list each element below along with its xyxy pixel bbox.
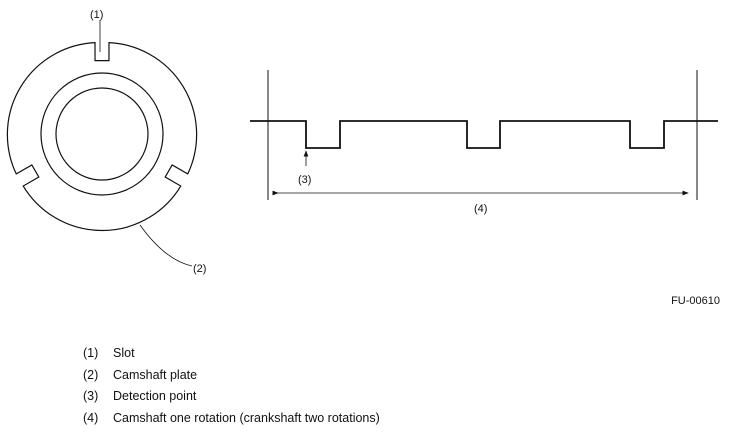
- legend-number: (3): [83, 389, 99, 403]
- legend-item-slot: (1) Slot: [83, 343, 380, 365]
- legend-text: Camshaft one rotation (crankshaft two ro…: [113, 410, 380, 425]
- legend-item-plate: (2) Camshaft plate: [83, 365, 380, 387]
- plate-outer-edge: [6, 41, 198, 232]
- signal-waveform: [250, 70, 718, 200]
- legend-list: (1) Slot (2) Camshaft plate (3) Detection p…: [83, 343, 380, 429]
- callout-detection: (3): [298, 174, 311, 186]
- legend-item-rotation: (4) Camshaft one rotation (crankshaft two…: [83, 408, 380, 430]
- signal-trace: [250, 120, 718, 149]
- plate-inner-ring: [40, 72, 164, 196]
- legend-number: (2): [83, 367, 99, 382]
- callout-rotation: (4): [474, 203, 487, 215]
- legend-item-detection: (3) Detection point: [83, 386, 380, 408]
- legend-text: Slot: [113, 346, 135, 360]
- leader-plate: [139, 224, 193, 267]
- camshaft-plate: [6, 41, 198, 232]
- figure-code: FU-00610: [671, 295, 720, 307]
- legend-number: (1): [83, 346, 99, 360]
- legend-text: Detection point: [113, 389, 197, 403]
- callout-slot: (1): [90, 9, 103, 21]
- legend-text: Camshaft plate: [113, 367, 198, 382]
- camshaft-diagram: (1) (2) (3) (4): [6, 9, 718, 275]
- plate-hub: [55, 87, 149, 181]
- legend-number: (4): [83, 410, 99, 425]
- callout-plate: (2): [193, 263, 206, 275]
